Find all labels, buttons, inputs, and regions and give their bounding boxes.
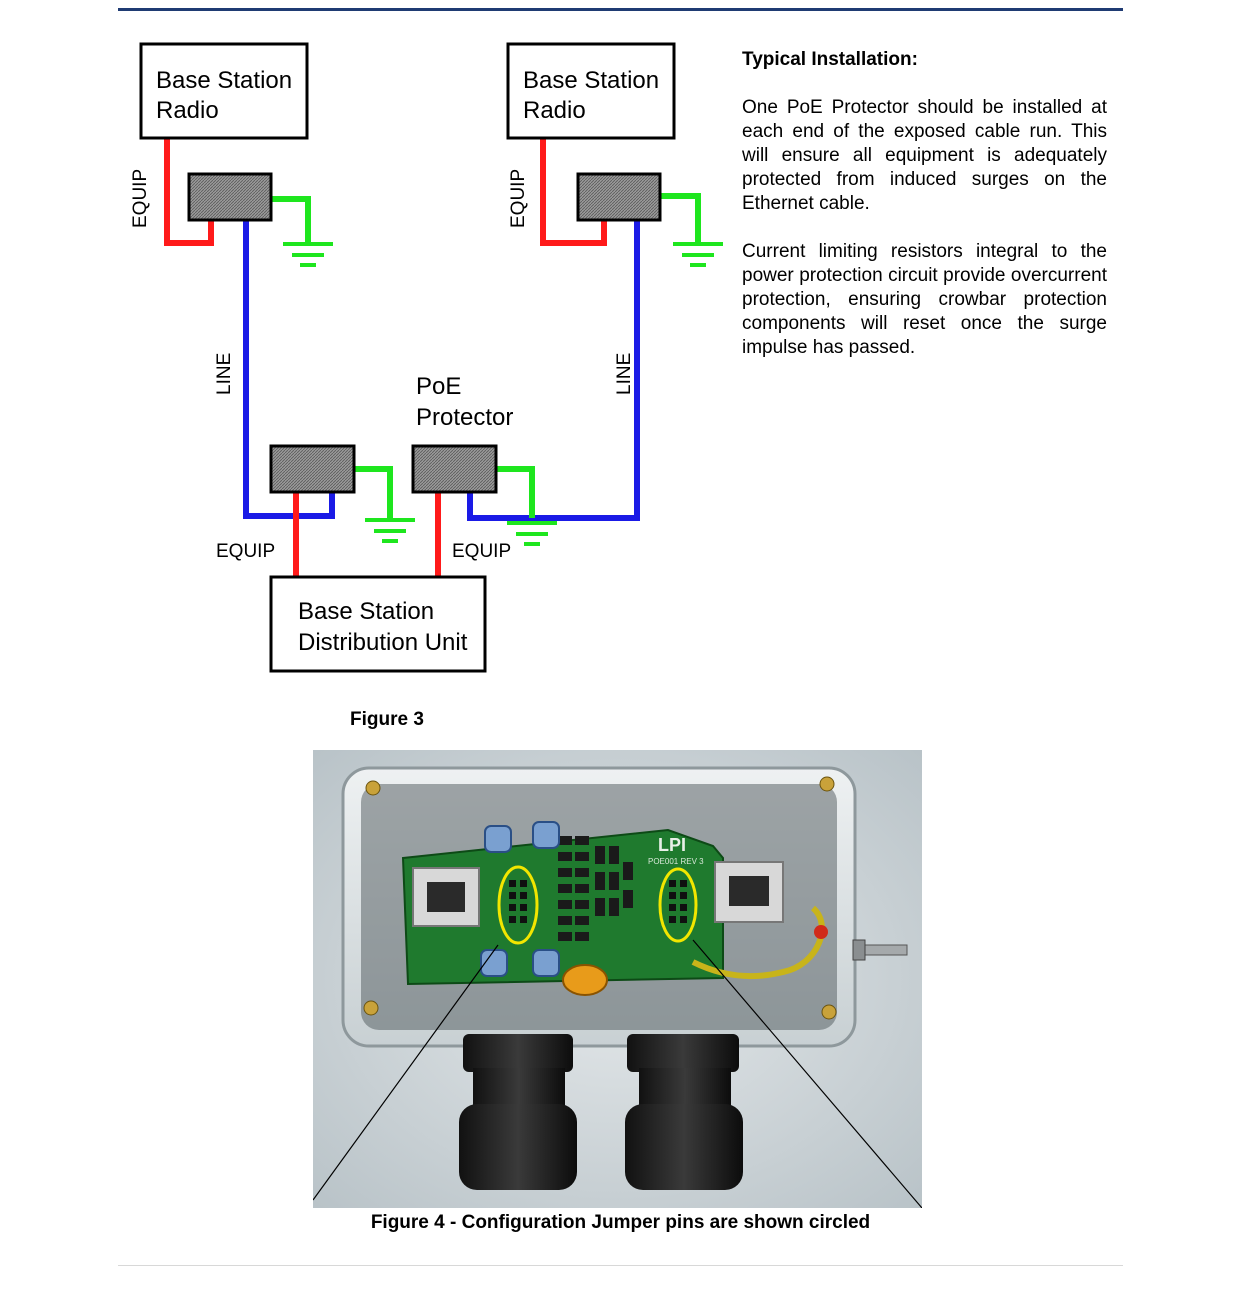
screw-icon: [365, 780, 381, 796]
left-radio-group: Base Station Radio EQUIP LINE: [130, 42, 335, 519]
right-line-wire: [467, 220, 640, 521]
dist-right-equip-label: EQUIP: [452, 541, 511, 562]
right-equip-vertical-label: EQUIP: [508, 169, 529, 228]
figure-4-photo: LPI POE001 REV 3: [313, 750, 922, 1208]
pointer-line-left: [313, 944, 499, 1201]
jumper-pins-left: [509, 880, 527, 923]
figure-3-caption: Figure 3: [350, 709, 424, 730]
left-radio-equip-wire: [164, 138, 214, 246]
jumper-highlight-left: [497, 865, 539, 945]
jumper-pins-right: [669, 880, 687, 923]
left-radio-label-1: Base Station: [156, 67, 292, 94]
right-radio-label-2: Radio: [523, 97, 586, 124]
jumper-highlight-right: [658, 867, 698, 943]
poe-label-2: Protector: [416, 404, 513, 431]
cable-gland-right: [625, 1034, 743, 1190]
poe-label-1: PoE: [416, 373, 461, 400]
wire-terminal: [814, 925, 828, 939]
right-radio-box: [506, 42, 676, 140]
dist-right-protector: [411, 444, 498, 494]
board-brand: LPI: [658, 835, 686, 855]
right-radio-protector: [576, 172, 662, 222]
left-radio-protector: [187, 172, 273, 222]
screw-icon: [821, 1004, 837, 1020]
left-radio-ground-wire: [270, 196, 311, 244]
left-radio-box: [139, 42, 309, 140]
board-label: POE001 REV 3: [648, 857, 704, 866]
dist-left-ground-icon: [365, 518, 415, 543]
installation-notes: Typical Installation: One PoE Protector …: [742, 48, 1107, 384]
left-radio-label-2: Radio: [156, 97, 219, 124]
dist-right-ground-icon: [507, 521, 557, 546]
enclosure-photo-drawing: LPI POE001 REV 3: [313, 750, 922, 1208]
installation-para-1: One PoE Protector should be installed at…: [742, 97, 1107, 214]
dist-left-protector: [269, 444, 356, 494]
smd-components: [558, 836, 633, 941]
right-radio-group: Base Station Radio EQUIP LINE: [467, 42, 723, 521]
right-radio-equip-wire: [540, 138, 607, 246]
distribution-unit-box: [269, 575, 487, 673]
left-line-vertical-label: LINE: [214, 353, 235, 395]
right-radio-ground-wire: [660, 193, 701, 244]
cable-gland-left: [459, 1034, 577, 1190]
capacitor: [562, 964, 608, 996]
surge-components: [480, 821, 560, 977]
left-equip-vertical-label: EQUIP: [130, 169, 151, 228]
top-rule: [118, 8, 1123, 11]
left-radio-ground-icon: [283, 242, 333, 267]
distribution-unit-label-1: Base Station: [298, 598, 434, 625]
dist-left-equip-label: EQUIP: [216, 541, 275, 562]
dist-right-ground-wire: [496, 466, 535, 518]
installation-para-2: Current limiting resistors integral to t…: [742, 241, 1107, 358]
dist-left-ground-wire: [353, 466, 393, 518]
screw-icon: [363, 1000, 379, 1016]
right-radio-ground-icon: [673, 242, 723, 267]
installation-diagram: Base Station Radio EQUIP LINE Base Stati…: [130, 42, 723, 673]
distribution-group: PoE Protector EQUIP EQUIP Base Station D…: [216, 373, 557, 673]
left-line-wire: [243, 220, 335, 519]
figure-4-caption: Figure 4 - Configuration Jumper pins are…: [370, 1212, 871, 1233]
bottom-rule: [118, 1265, 1123, 1266]
distribution-unit-label-2: Distribution Unit: [298, 629, 468, 656]
installation-heading: Typical Installation:: [742, 49, 918, 70]
right-line-vertical-label: LINE: [614, 353, 635, 395]
screw-icon: [819, 776, 835, 792]
right-radio-label-1: Base Station: [523, 67, 659, 94]
pointer-line-right: [692, 939, 922, 1208]
